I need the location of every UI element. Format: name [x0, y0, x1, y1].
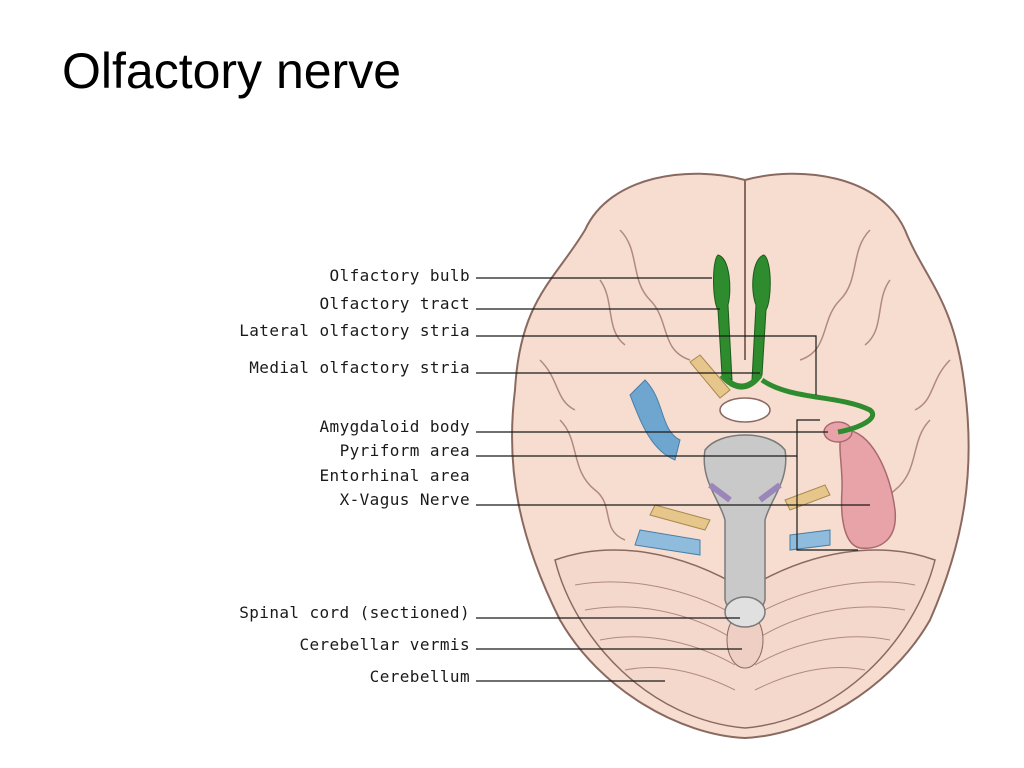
medial-olfactory-stria-shape — [719, 373, 763, 390]
lateral-olfactory-stria-shape — [760, 377, 875, 435]
vessel-lower-left — [634, 529, 701, 556]
nerve-left — [689, 354, 731, 399]
nerve-lower-left — [649, 504, 711, 531]
leader-lines — [476, 277, 870, 682]
temporal-pink-area — [839, 429, 896, 549]
slide-title: Olfactory nerve — [62, 43, 402, 99]
spinal-cord-section-shape — [724, 596, 766, 628]
label-x-vagus-nerve: X-Vagus Nerve — [339, 490, 470, 509]
cranial-nerve-purple-right — [758, 482, 782, 503]
nerve-lower-right — [784, 484, 831, 511]
cranial-nerve-purple-left — [708, 482, 732, 503]
label-medial-olfactory-stria: Medial olfactory stria — [249, 358, 470, 377]
label-spinal-cord: Spinal cord (sectioned) — [239, 603, 470, 622]
label-olfactory-tract: Olfactory tract — [319, 294, 470, 313]
label-cerebellum: Cerebellum — [369, 667, 470, 686]
label-amygdaloid-body: Amygdaloid body — [319, 417, 470, 436]
optic-chiasm-shape — [719, 397, 771, 423]
label-lateral-olfactory-stria: Lateral olfactory stria — [239, 321, 470, 340]
vessel-lower-right — [789, 529, 831, 551]
vessel-left — [629, 379, 681, 461]
label-pyriform-area: Pyriform area — [339, 441, 470, 460]
label-cerebellar-vermis: Cerebellar vermis — [299, 635, 470, 654]
label-entorhinal-area: Entorhinal area — [319, 466, 470, 485]
label-olfactory-bulb: Olfactory bulb — [329, 266, 470, 285]
